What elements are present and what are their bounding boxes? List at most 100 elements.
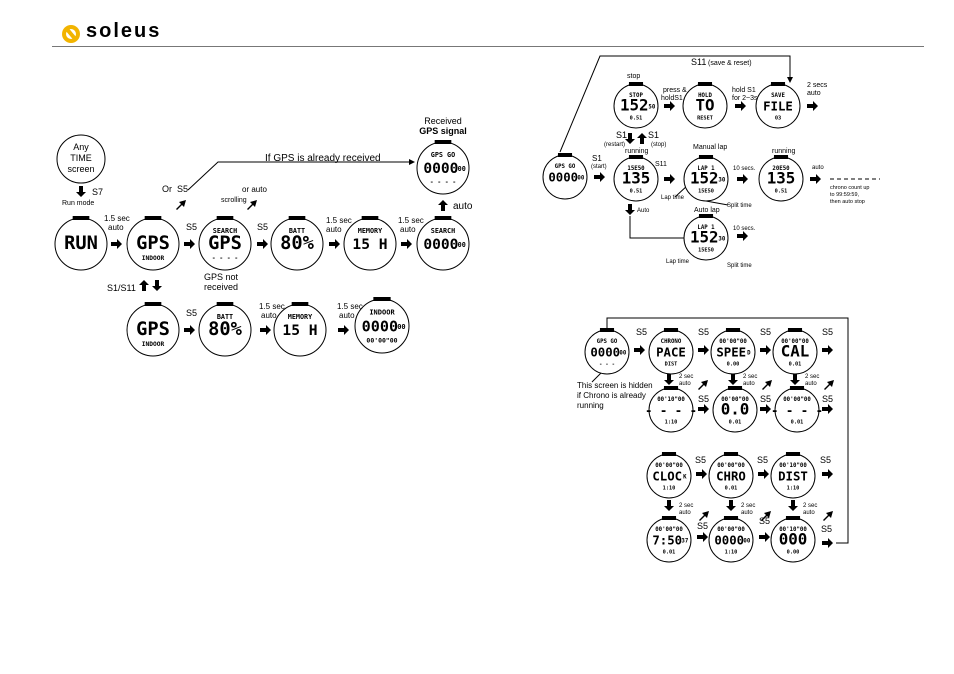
watch-small-text: 50 — [648, 105, 655, 111]
diag-arrow-icon — [699, 511, 709, 521]
hidden-note-pointer — [591, 371, 603, 383]
auto-label: auto — [400, 225, 416, 234]
watch-main-text: 80% — [208, 319, 243, 340]
s5-label: S5 — [759, 516, 770, 526]
right-arrow-icon — [184, 239, 195, 249]
watch-top-text: 00'00"00 — [717, 527, 745, 533]
watch-r2a: 00'10"00- - - -1:10 — [645, 386, 697, 433]
s5-label: S5 — [257, 222, 268, 232]
right-arrow-icon — [760, 345, 771, 355]
watch-sub-text: 1:10 — [725, 550, 738, 556]
scrolling-label: scrolling — [221, 197, 247, 204]
watch-r2c: 00'00"00- - - -0.01 — [771, 386, 823, 433]
sec15-label: 1.5 sec — [326, 216, 352, 225]
watch-small-text: 00 — [743, 539, 750, 545]
watch-main-text: 15 H — [352, 236, 387, 253]
sec2-label: 2 sec — [679, 374, 693, 380]
watch-sub-text: 0.51 — [775, 189, 788, 195]
s5-label: S5 — [186, 308, 197, 318]
manual-lap-label: Manual lap — [693, 144, 727, 151]
watch-sub-text: 0.01 — [725, 486, 738, 492]
right-arrow-icon — [822, 469, 833, 479]
right-arrow-icon — [634, 345, 645, 355]
watch-main-text: GPS — [136, 233, 170, 254]
watch-sub-text: - - - - — [430, 179, 456, 186]
watch-sub-text: 0.51 — [630, 116, 643, 122]
right-arrow-icon — [594, 172, 605, 182]
watch-small-text: 30 — [718, 237, 725, 243]
right-arrow-icon — [184, 325, 195, 335]
watch-top-text: LAP 1 — [697, 225, 715, 231]
auto-label: auto — [805, 381, 817, 387]
watch-top-text: LAP 1 — [697, 166, 715, 172]
down-arrow-icon — [790, 374, 800, 385]
watch-top-text: GPS GO — [597, 339, 618, 345]
run-mode-label: Run mode — [62, 200, 94, 207]
right-arrow-icon — [664, 101, 675, 111]
diag-arrow-icon — [247, 200, 257, 210]
sec15-label: 1.5 sec — [398, 216, 424, 225]
up-arrow-icon — [139, 280, 149, 291]
watch-small-text: 00 — [577, 176, 584, 182]
s5-label: S5 — [757, 455, 768, 465]
s7-label: S7 — [92, 187, 103, 197]
split-time-label: Split time — [727, 203, 752, 209]
down-arrow-icon — [726, 500, 736, 511]
auto-label: auto — [741, 510, 753, 516]
watch-main-text: 152 — [620, 95, 649, 114]
sec15-label: 1.5 sec — [104, 214, 130, 223]
watch-main-text: 135 — [767, 168, 796, 187]
watch-sub-text: 1:10 — [787, 486, 800, 492]
right-arrow-icon — [807, 101, 818, 111]
watch-main-text: SPEE — [716, 345, 746, 359]
sec15-label: 1.5 sec — [337, 302, 363, 311]
right-arrow-icon — [664, 174, 675, 184]
watch-sub-text: 0.51 — [630, 189, 643, 195]
auto-label: auto — [679, 381, 691, 387]
s5-label: S5 — [760, 394, 771, 404]
auto-label: auto — [679, 510, 691, 516]
sec2-label: 2 sec — [679, 503, 693, 509]
running-label: running — [772, 148, 795, 155]
right-arrow-icon — [758, 469, 769, 479]
watch-sub-text: INDOOR — [142, 255, 165, 262]
diag-arrow-icon — [761, 511, 771, 521]
watch-main-text: 152 — [690, 168, 719, 187]
watch-main-text: 152 — [690, 227, 719, 246]
restart-label: (restart) — [604, 142, 625, 148]
gps-not-label: GPS not — [204, 272, 239, 282]
watch-main-text: 15 H — [282, 322, 317, 339]
watch-main-text: 000 — [779, 529, 808, 548]
watch-main-text: PACE — [656, 345, 686, 359]
right-arrow-icon — [737, 174, 748, 184]
stop-label: (stop) — [651, 142, 666, 148]
right-arrow-icon — [111, 239, 122, 249]
watch-top-text: BATT — [217, 313, 233, 321]
s11-label: S11 — [691, 57, 706, 67]
down-arrow-icon — [76, 186, 86, 197]
watch-sub-text: 0.01 — [729, 420, 742, 426]
auto-label: Auto — [637, 208, 650, 214]
watch-top-text: MEMORY — [358, 227, 383, 235]
watch-main-text: GPS — [208, 233, 242, 254]
soleus-logo-icon — [62, 25, 80, 43]
right-arrow-icon — [735, 101, 746, 111]
split-time-label: Split time — [727, 263, 752, 269]
diag-arrow-icon — [762, 380, 772, 390]
s5-label: S5 — [698, 327, 709, 337]
watch-main-text: 0.0 — [721, 399, 750, 418]
watch-sub-text: 0.01 — [663, 550, 676, 556]
frame-connector — [606, 317, 849, 544]
any-time-line1: Any — [73, 142, 89, 152]
watch-sub-text: INDOOR — [142, 341, 165, 348]
watch-main-text: CLOC — [652, 469, 682, 483]
watch-top-text: SEARCH — [213, 227, 237, 235]
watch-main-text: 80% — [280, 233, 315, 254]
auto-lap-connector — [629, 216, 684, 239]
watch-sub-text: - - - - — [212, 255, 238, 262]
brand-name: soleus — [86, 20, 162, 42]
